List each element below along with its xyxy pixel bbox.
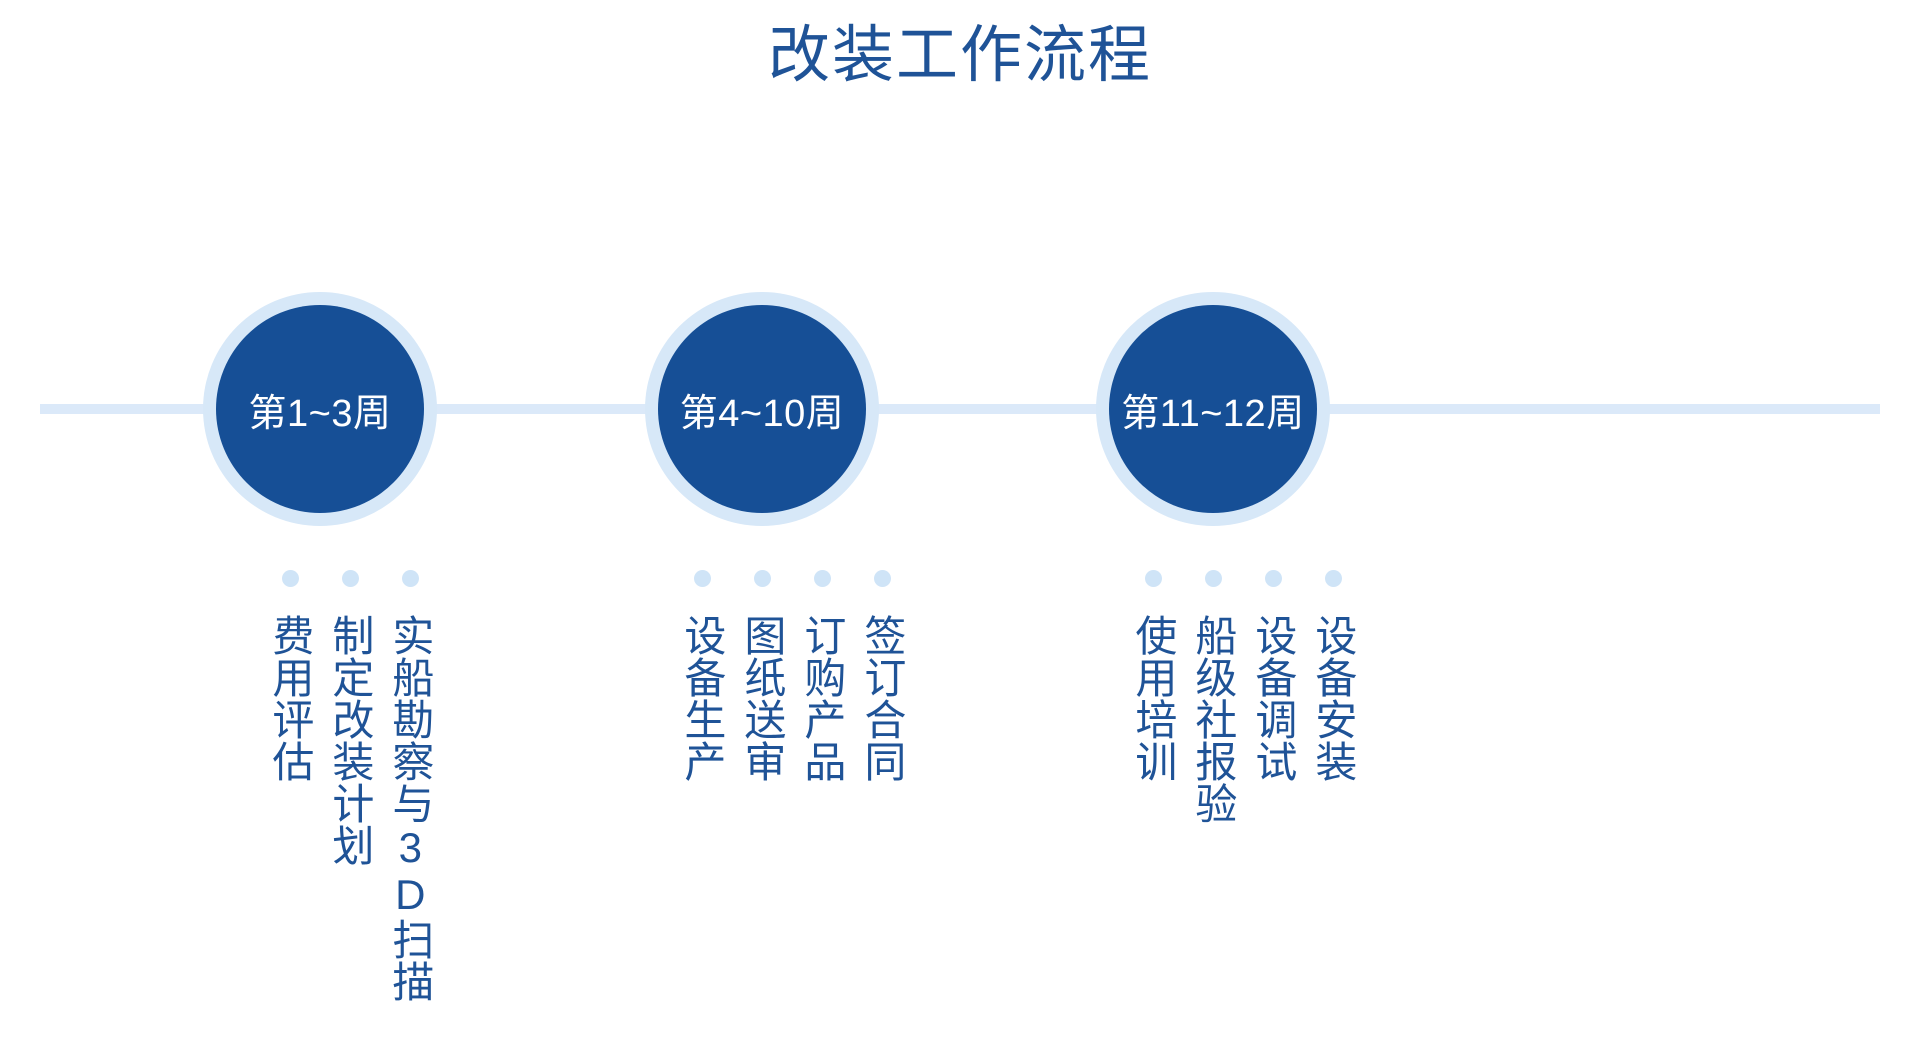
stage-circle-2[interactable]: 第4~10周 [645, 292, 879, 526]
task-bullet-dot-icon [1144, 570, 1162, 587]
task-item[interactable]: 设备安装 [1303, 570, 1363, 782]
task-bullet-dot-icon [1264, 570, 1282, 587]
task-label: 使用培训 [1129, 614, 1177, 782]
task-bullet-dot-icon [813, 570, 831, 587]
task-item[interactable]: 图纸送审 [732, 570, 792, 782]
stage-circle-label: 第4~10周 [679, 392, 845, 435]
task-label: 订购产品 [798, 614, 846, 782]
stage-circle-fill: 第11~12周 [1109, 305, 1317, 513]
task-bullet-dot-icon [401, 570, 419, 587]
task-label: 图纸送审 [738, 614, 786, 782]
task-label: 签订合同 [858, 614, 906, 782]
stage-circle-fill: 第1~3周 [216, 305, 424, 513]
task-bullet-dot-icon [341, 570, 359, 587]
task-item[interactable]: 船级社报验 [1183, 570, 1243, 824]
stage-circle-label: 第1~3周 [248, 392, 392, 435]
task-bullet-dot-icon [693, 570, 711, 587]
task-item[interactable]: 订购产品 [792, 570, 852, 782]
task-bullet-dot-icon [753, 570, 771, 587]
stage-circle-fill: 第4~10周 [658, 305, 866, 513]
task-item[interactable]: 签订合同 [852, 570, 912, 782]
task-label: 设备安装 [1309, 614, 1357, 782]
task-bullet-dot-icon [1204, 570, 1222, 587]
stage-task-columns: 实船勘察与3D扫描制定改装计划费用评估 [260, 570, 440, 1002]
task-bullet-dot-icon [1324, 570, 1342, 587]
task-label: 制定改装计划 [326, 614, 374, 866]
task-label: 船级社报验 [1189, 614, 1237, 824]
task-label: 设备生产 [678, 614, 726, 782]
stage-task-columns: 设备安装设备调试船级社报验使用培训 [1123, 570, 1363, 824]
task-bullet-dot-icon [873, 570, 891, 587]
task-label: 实船勘察与3D扫描 [386, 614, 434, 1002]
task-item[interactable]: 费用评估 [260, 570, 320, 782]
stage-circle-label: 第11~12周 [1121, 392, 1305, 435]
task-label: 费用评估 [266, 614, 314, 782]
timeline-rail [40, 404, 1880, 414]
stage-circle-3[interactable]: 第11~12周 [1096, 292, 1330, 526]
task-item[interactable]: 使用培训 [1123, 570, 1183, 782]
task-bullet-dot-icon [281, 570, 299, 587]
stage-circle-1[interactable]: 第1~3周 [203, 292, 437, 526]
task-item[interactable]: 设备生产 [672, 570, 732, 782]
stage-task-columns: 签订合同订购产品图纸送审设备生产 [672, 570, 912, 782]
page-title: 改装工作流程 [767, 21, 1152, 90]
task-item[interactable]: 设备调试 [1243, 570, 1303, 782]
task-label: 设备调试 [1249, 614, 1297, 782]
task-item[interactable]: 制定改装计划 [320, 570, 380, 866]
task-item[interactable]: 实船勘察与3D扫描 [380, 570, 440, 1002]
